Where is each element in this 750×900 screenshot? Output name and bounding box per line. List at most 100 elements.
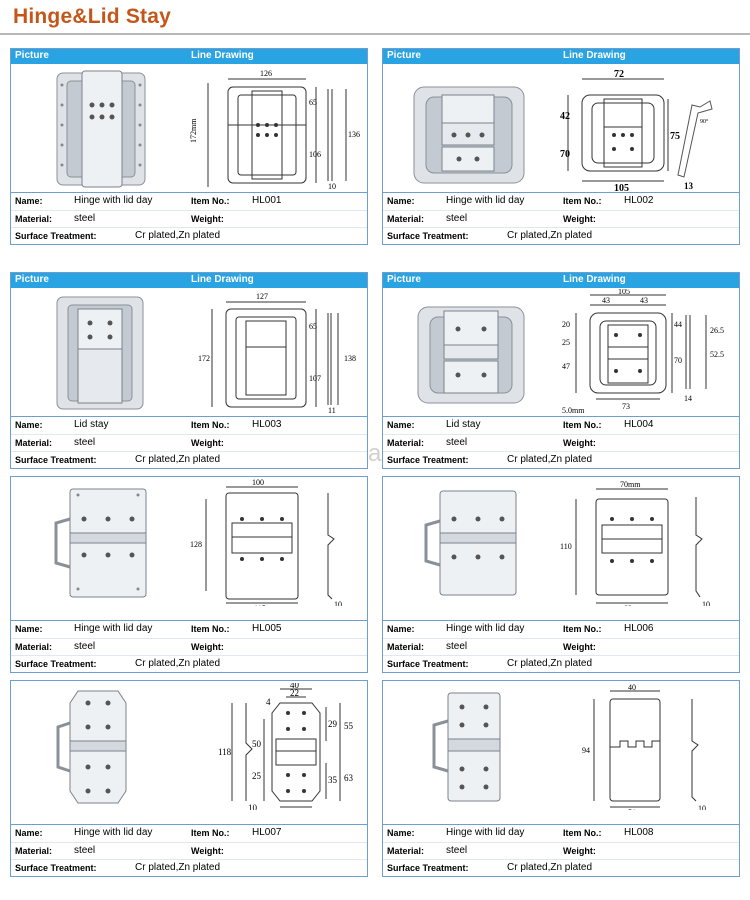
item-no-label: Item No.:: [563, 420, 602, 430]
name-label: Name:: [387, 828, 415, 838]
item-no-value: HL003: [252, 419, 282, 430]
item-no-value: HL008: [624, 827, 654, 838]
line-drawing: 70mm 110 82 10: [560, 480, 710, 606]
dim-top: 65: [309, 98, 317, 107]
dim-top2: 22: [290, 688, 299, 698]
dim-inner: 73: [622, 402, 630, 411]
dim-height: 94: [582, 746, 590, 755]
dim-left-lower: 70: [560, 149, 570, 160]
line-drawing-header: Line Drawing: [563, 274, 626, 285]
surface-label: Surface Treatment:: [15, 863, 97, 873]
item-no-value: HL001: [252, 195, 282, 206]
dim-low: 25: [252, 771, 262, 781]
line-drawing: 40 22 4 118 50 25 29 55 35 63 10 51: [218, 683, 354, 810]
line-drawing-header: Line Drawing: [563, 50, 626, 61]
dim-hole: 5.0mm: [562, 406, 585, 415]
title-divider: [0, 33, 750, 35]
dim-r2: 55: [344, 721, 354, 731]
dim-r1: 44: [674, 320, 682, 329]
product-photo: [56, 296, 144, 410]
item-no-label: Item No.:: [563, 624, 602, 634]
material-label: Material:: [15, 846, 53, 856]
line-drawing: 100 128 115 10: [190, 479, 342, 606]
surface-label: Surface Treatment:: [387, 455, 469, 465]
item-no-label: Item No.:: [191, 196, 230, 206]
dim-height: 118: [218, 747, 232, 757]
material-value: steel: [74, 213, 96, 224]
dim-r3: 35: [328, 775, 338, 785]
weight-label: Weight:: [191, 642, 224, 652]
dim-depth: 10: [248, 803, 258, 810]
line-drawing: 40 94 51 10: [582, 683, 706, 810]
dim-depth: 10: [328, 182, 336, 191]
dim-angle: 90°: [700, 118, 709, 125]
surface-value: Cr plated,Zn plated: [507, 454, 593, 465]
product-card-hl006: 70mm 110 82 10 Name:Hinge with lid dayIt…: [382, 476, 740, 673]
dim-height: 110: [560, 542, 572, 551]
surface-label: Surface Treatment:: [387, 659, 469, 669]
dim-top: 40: [628, 683, 636, 692]
dim-side2: 52.5: [710, 350, 724, 359]
surface-value: Cr plated,Zn plated: [135, 230, 221, 241]
dim-l3: 47: [562, 362, 570, 371]
line-drawing-header: Line Drawing: [191, 274, 254, 285]
surface-value: Cr plated,Zn plated: [135, 862, 221, 873]
product-photo: [54, 488, 147, 598]
surface-label: Surface Treatment:: [15, 231, 97, 241]
product-photo: [432, 692, 501, 802]
material-value: steel: [446, 641, 468, 652]
dim-right: 75: [670, 131, 680, 142]
material-label: Material:: [387, 642, 425, 652]
material-value: steel: [74, 641, 96, 652]
dim-depth: 10: [698, 804, 706, 810]
name-value: Hinge with lid day: [446, 827, 525, 838]
item-no-value: HL006: [624, 623, 654, 634]
dim-bottom: 115: [254, 604, 266, 606]
dim-mid: 50: [252, 739, 262, 749]
line-drawing: 105 43 43 20 25 47 44 70 73 5.0mm 26.5 5…: [562, 289, 724, 415]
dim-height: 128: [190, 540, 202, 549]
weight-label: Weight:: [191, 438, 224, 448]
name-label: Name:: [15, 624, 43, 634]
dim-bottom: 82: [624, 604, 632, 606]
dim-right: 138: [344, 354, 356, 363]
dim-r4: 63: [344, 773, 354, 783]
picture-header: Picture: [15, 274, 49, 285]
dim-width: 126: [260, 69, 272, 78]
dim-depth: 14: [684, 394, 692, 403]
weight-label: Weight:: [191, 214, 224, 224]
material-value: steel: [446, 213, 468, 224]
surface-value: Cr plated,Zn plated: [135, 454, 221, 465]
dim-top: 100: [252, 479, 264, 487]
material-label: Material:: [15, 438, 53, 448]
dim-top: 72: [614, 69, 624, 80]
dim-depth: 13: [684, 181, 694, 191]
material-value: steel: [446, 437, 468, 448]
name-label: Name:: [15, 420, 43, 430]
material-label: Material:: [387, 214, 425, 224]
item-no-label: Item No.:: [191, 624, 230, 634]
weight-label: Weight:: [563, 642, 596, 652]
material-label: Material:: [15, 642, 53, 652]
name-value: Hinge with lid day: [446, 195, 525, 206]
line-drawing-header: Line Drawing: [191, 50, 254, 61]
surface-value: Cr plated,Zn plated: [507, 658, 593, 669]
name-label: Name:: [15, 196, 43, 206]
material-label: Material:: [387, 846, 425, 856]
dim-bottom: 106: [309, 150, 321, 159]
name-value: Hinge with lid day: [74, 195, 153, 206]
weight-label: Weight:: [563, 438, 596, 448]
dim-half1: 43: [602, 296, 610, 305]
dim-side1: 26.5: [710, 326, 724, 335]
dim-half2: 43: [640, 296, 648, 305]
